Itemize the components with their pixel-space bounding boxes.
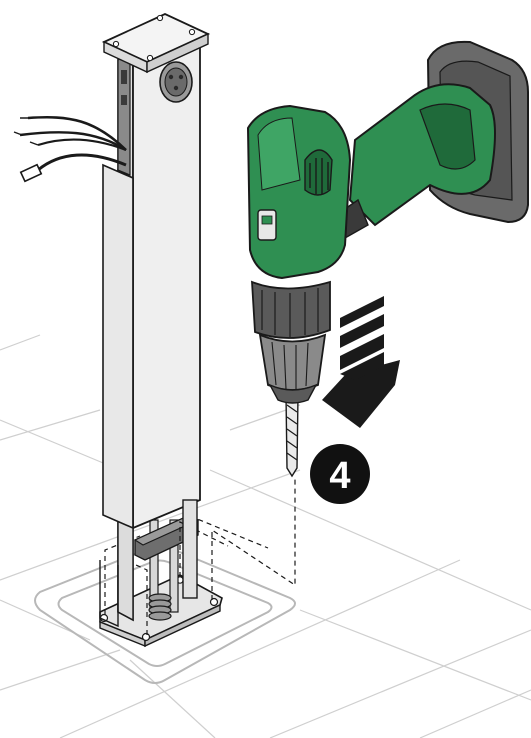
charging-socket-icon (159, 61, 193, 103)
step-badge: 4 (310, 444, 370, 504)
step-number: 4 (329, 455, 350, 497)
cable-connector-icon (13, 115, 127, 183)
drill-vents (304, 149, 333, 196)
floor-grid (0, 334, 531, 738)
charging-post-icon (99, 13, 211, 628)
floor-plate-outline (34, 545, 296, 684)
mounting-rods (148, 519, 179, 621)
down-arrow-icon (322, 296, 400, 428)
drill-icon (246, 40, 529, 404)
drill-bit (285, 394, 299, 478)
